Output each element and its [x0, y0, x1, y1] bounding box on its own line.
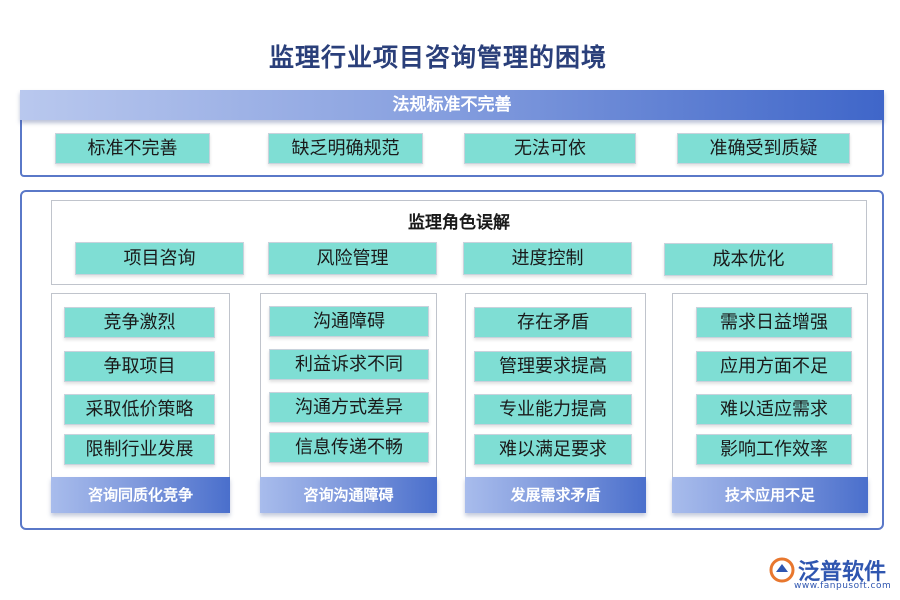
column-item: 信息传递不畅	[269, 432, 429, 463]
column-item: 沟通障碍	[269, 306, 429, 337]
column-item: 沟通方式差异	[269, 392, 429, 423]
brand-logo-icon	[769, 557, 795, 583]
column-footer: 发展需求矛盾	[465, 477, 646, 513]
column-item: 应用方面不足	[696, 351, 852, 382]
column-footer: 技术应用不足	[672, 477, 868, 513]
regulation-item: 准确受到质疑	[677, 133, 850, 164]
column-item: 难以适应需求	[696, 394, 852, 425]
column-item: 竞争激烈	[64, 307, 215, 338]
column-item: 采取低价策略	[64, 394, 215, 425]
column-item: 管理要求提高	[474, 351, 632, 382]
column-item: 专业能力提高	[474, 394, 632, 425]
role-title: 监理角色误解	[408, 213, 510, 233]
role-item: 成本优化	[664, 243, 833, 276]
column-item: 难以满足要求	[474, 434, 632, 465]
brand-logo: 泛普软件 www.fanpusoft.com	[768, 552, 893, 596]
page-title: 监理行业项目咨询管理的困境	[268, 43, 607, 72]
column-footer: 咨询沟通障碍	[260, 477, 437, 513]
regulation-item: 缺乏明确规范	[268, 133, 423, 164]
column-footer: 咨询同质化竞争	[51, 477, 230, 513]
role-item: 项目咨询	[75, 242, 244, 275]
role-item: 风险管理	[268, 242, 437, 275]
column-item: 存在矛盾	[474, 307, 632, 338]
column-item: 争取项目	[64, 351, 215, 382]
column-item: 限制行业发展	[64, 434, 215, 465]
regulation-item: 标准不完善	[55, 133, 210, 164]
regulations-banner: 法规标准不完善	[20, 90, 884, 120]
column-item: 利益诉求不同	[269, 349, 429, 380]
brand-name: 泛普软件	[798, 560, 887, 585]
role-item: 进度控制	[463, 242, 632, 275]
column-item: 影响工作效率	[696, 434, 852, 465]
column-item: 需求日益增强	[696, 307, 852, 338]
regulation-item: 无法可依	[464, 133, 636, 164]
brand-url: www.fanpusoft.com	[794, 581, 892, 591]
